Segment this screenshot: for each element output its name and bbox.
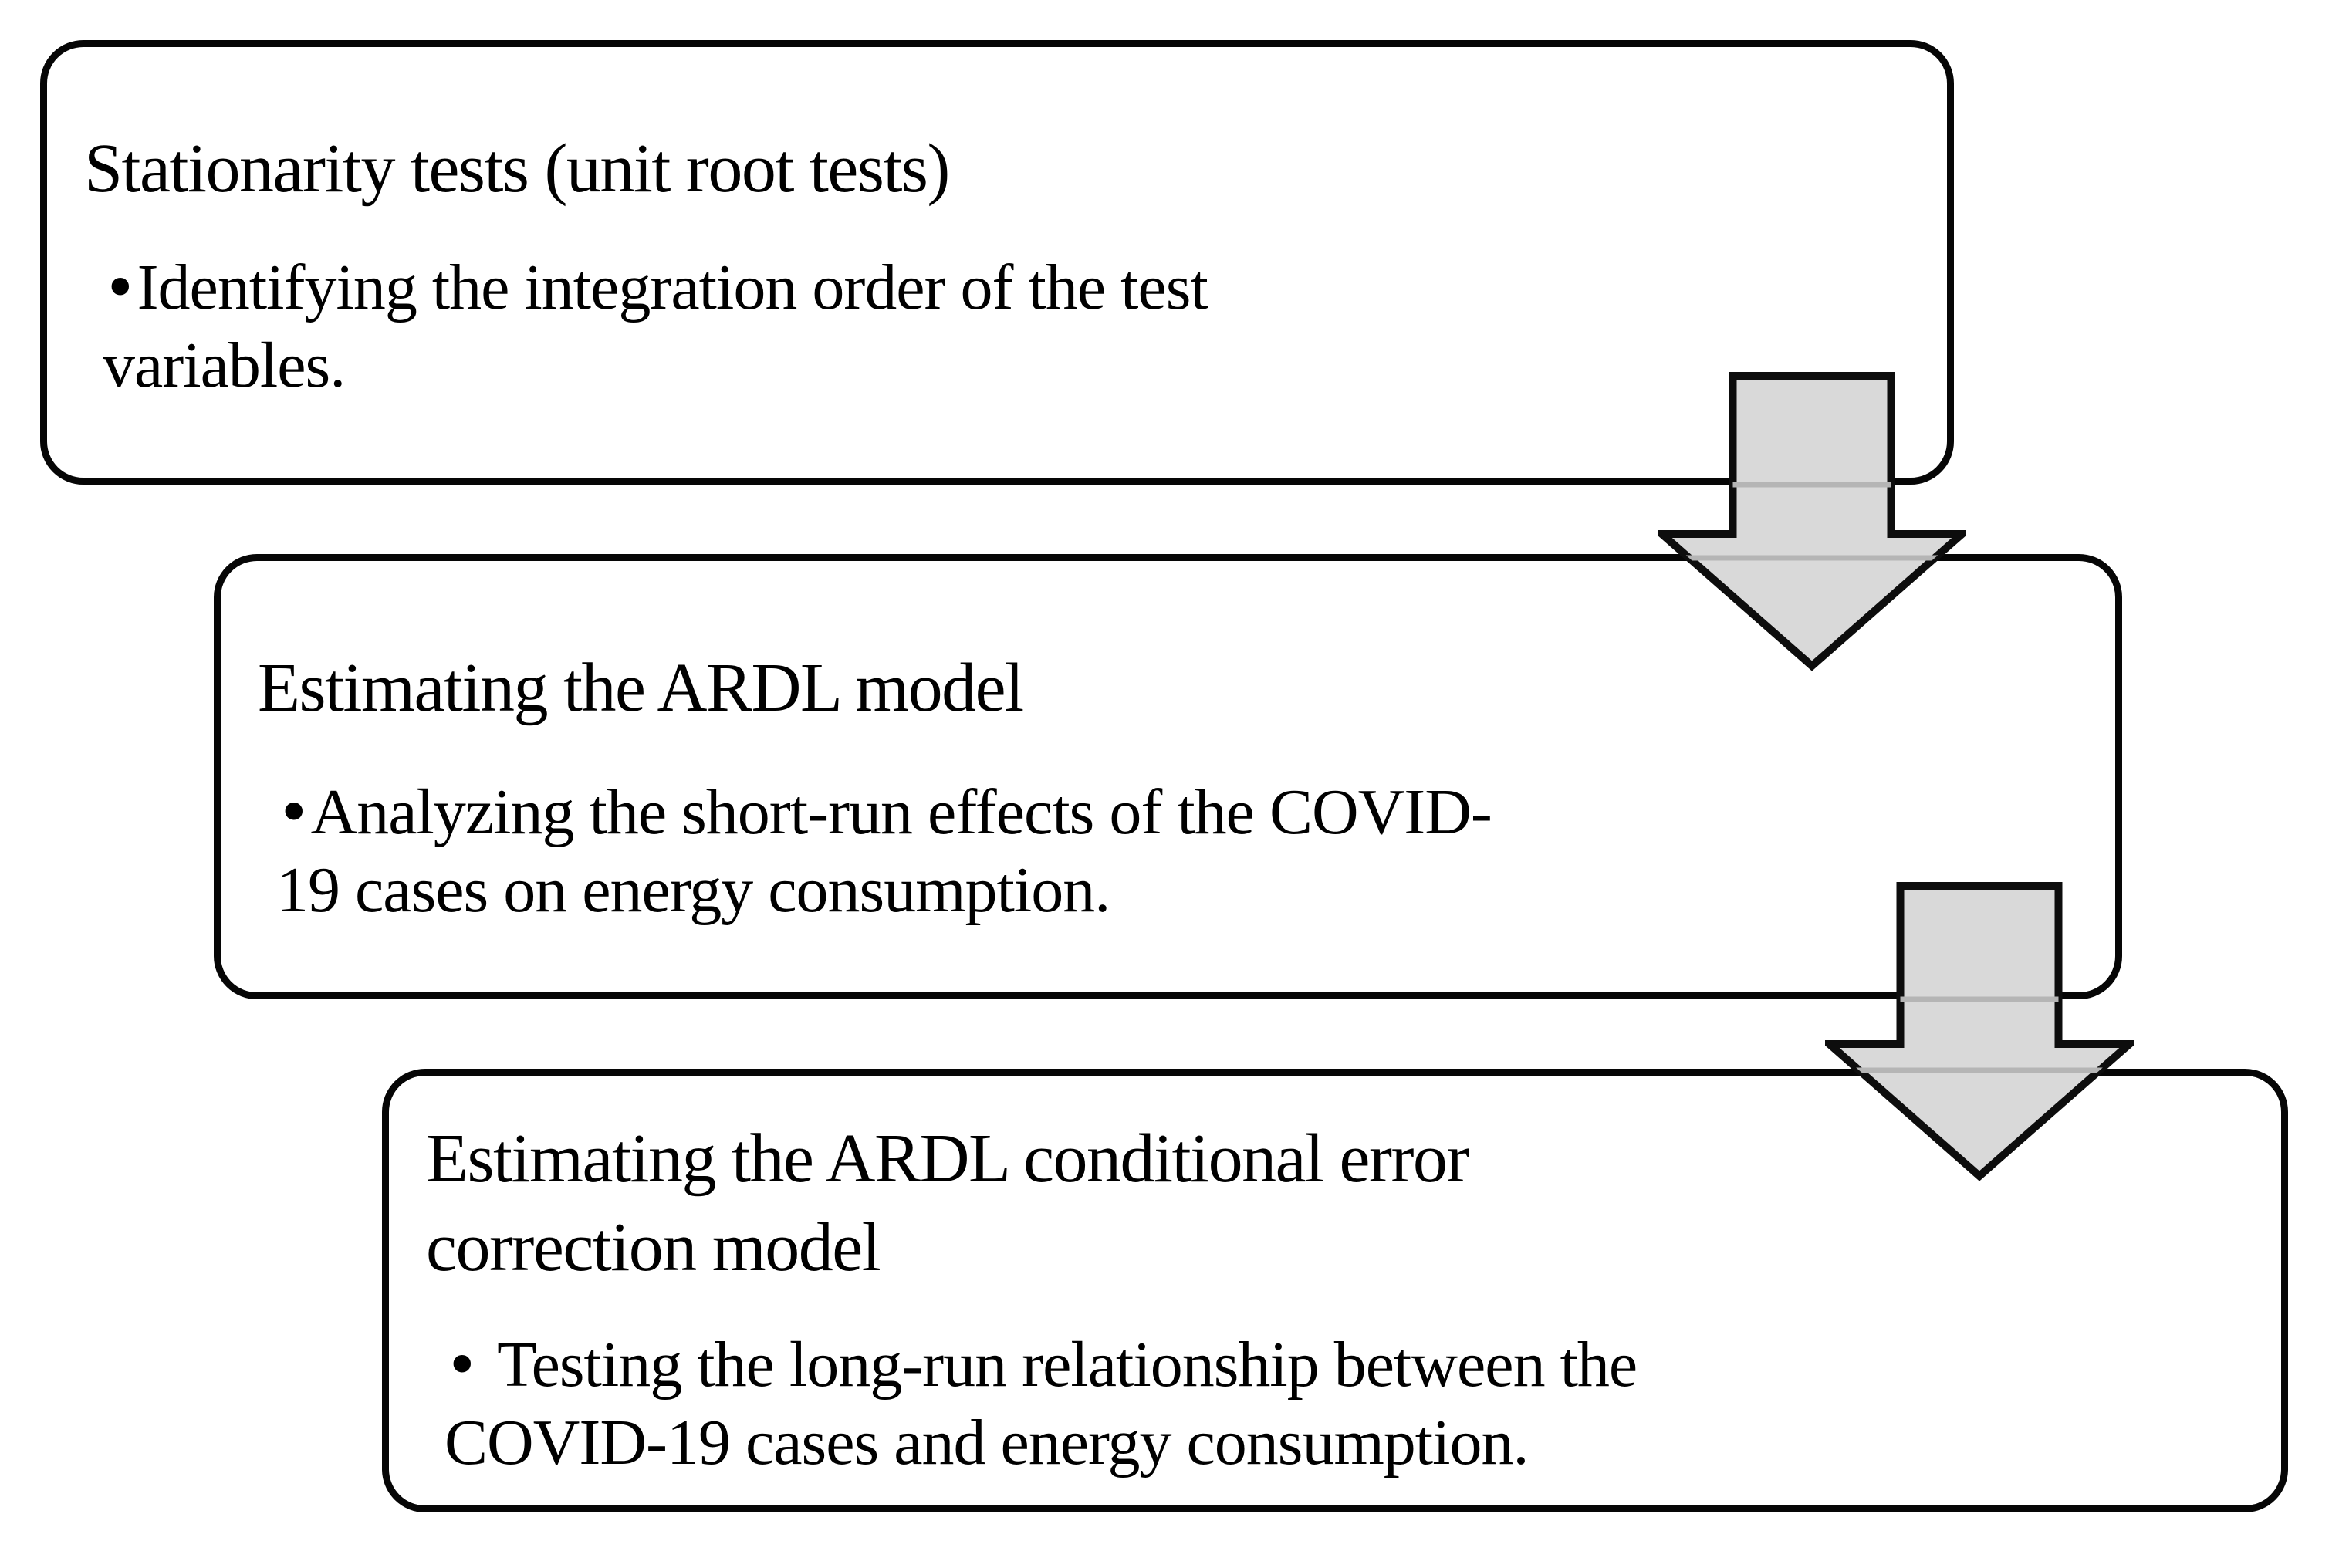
step-box-stationarity-tests: Stationarity tests (unit root tests) •Id… xyxy=(40,40,1954,485)
bullet-marker-icon: • xyxy=(103,254,138,323)
step-title: Estimating the ARDL model xyxy=(258,650,1024,726)
bullet-item: •Identifying the integration order of th… xyxy=(103,249,1901,405)
step-box-ardl-model: Estimating the ARDL model •Analyzing the… xyxy=(214,554,2122,999)
bullet-text: Identifying the integration order of the… xyxy=(103,252,1208,401)
down-arrow-1-icon xyxy=(1658,372,1966,671)
bullet-text: Testing the long-run relationship betwee… xyxy=(444,1329,1638,1478)
bullet-text: Analyzing the short-run effects of the C… xyxy=(276,776,1492,926)
step-box-error-correction-model: Estimating the ARDL conditional error co… xyxy=(382,1069,2288,1512)
bullet-marker-icon: • xyxy=(444,1331,498,1401)
bullet-item: •Analyzing the short-run effects of the … xyxy=(276,774,2069,930)
down-arrow-2-icon xyxy=(1825,882,2134,1181)
bullet-item: • Testing the long-run relationship betw… xyxy=(444,1326,2235,1482)
step-title: Stationarity tests (unit root tests) xyxy=(84,130,950,207)
step-title: Estimating the ARDL conditional error co… xyxy=(426,1120,1469,1286)
bullet-marker-icon: • xyxy=(276,779,312,848)
